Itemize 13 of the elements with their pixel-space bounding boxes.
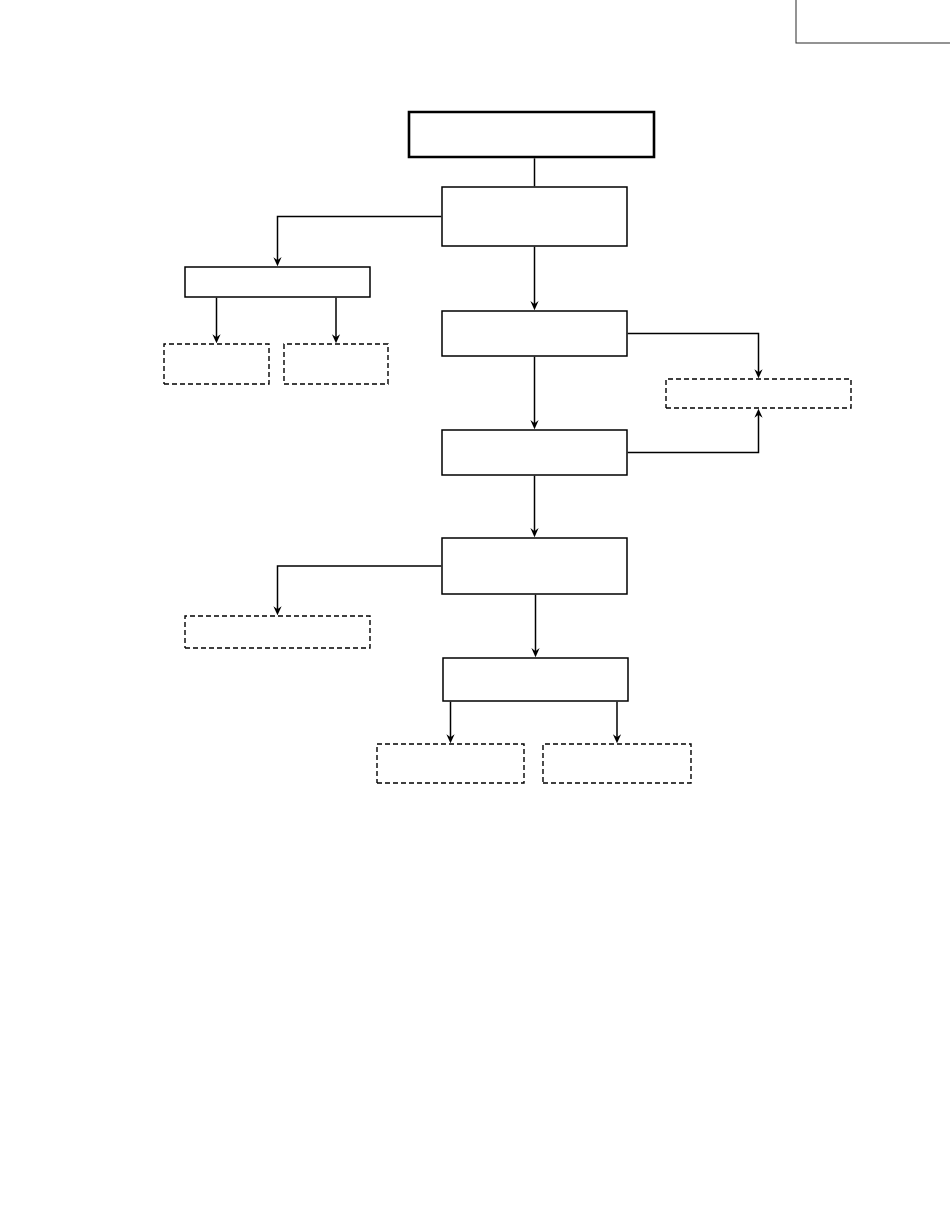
dashed-box	[163, 343, 270, 385]
dashed-box	[184, 615, 371, 649]
process-box	[441, 537, 628, 595]
process-box	[441, 429, 628, 476]
dashed-box	[665, 378, 852, 409]
process-box	[441, 186, 628, 247]
dashed-box	[283, 343, 389, 385]
dashed-box	[376, 743, 525, 784]
process-box	[407, 110, 656, 159]
process-box	[442, 657, 629, 702]
process-box	[184, 266, 371, 298]
dashed-box	[542, 743, 692, 784]
process-box	[441, 310, 628, 357]
